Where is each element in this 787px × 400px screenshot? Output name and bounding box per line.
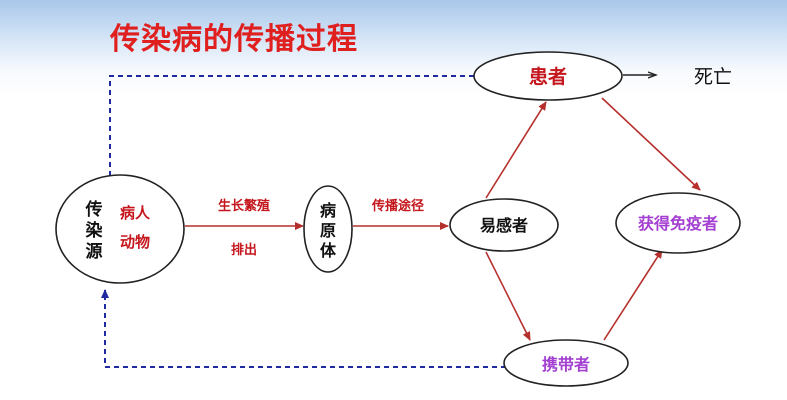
death-label: 死亡: [694, 66, 732, 88]
page-title: 传染病的传播过程: [110, 22, 358, 57]
feedback-arrow-patient-to-source: [106, 75, 474, 189]
susceptible-node: [449, 198, 559, 252]
susceptible-label: 易感者: [480, 216, 528, 235]
source-sub-patient: 病人: [120, 204, 151, 222]
carrier-node: [503, 339, 629, 387]
edge-label-excrete: 排出: [231, 242, 257, 258]
source-sub-animal: 动物: [120, 233, 150, 251]
edge-label-route: 传播途径: [371, 198, 424, 214]
edge-label-grow: 生长繁殖: [218, 198, 270, 214]
pathogen-label-line-1: 病: [320, 201, 336, 220]
source-label-line-2: 染: [86, 220, 103, 241]
pathogen-label-line-2: 原: [320, 221, 336, 240]
carrier-label: 携带者: [542, 355, 590, 374]
arrow-patient-to-immune: [601, 97, 701, 191]
immune-label: 获得免疫者: [638, 214, 718, 233]
patient-node: [473, 51, 623, 101]
arrow-susceptible-to-patient: [485, 101, 547, 199]
patient-label: 患者: [529, 65, 567, 88]
arrow-carrier-to-immune: [603, 249, 663, 341]
pathogen-label-line-3: 体: [320, 241, 337, 260]
source-label-line-1: 传: [85, 199, 103, 220]
immune-node: [615, 192, 741, 254]
source-node: [55, 174, 185, 284]
pathogen-node: [303, 185, 353, 273]
arrow-susceptible-to-carrier: [485, 251, 531, 341]
feedback-arrow-carrier-to-source: [101, 289, 506, 368]
source-label-line-3: 源: [86, 241, 103, 262]
